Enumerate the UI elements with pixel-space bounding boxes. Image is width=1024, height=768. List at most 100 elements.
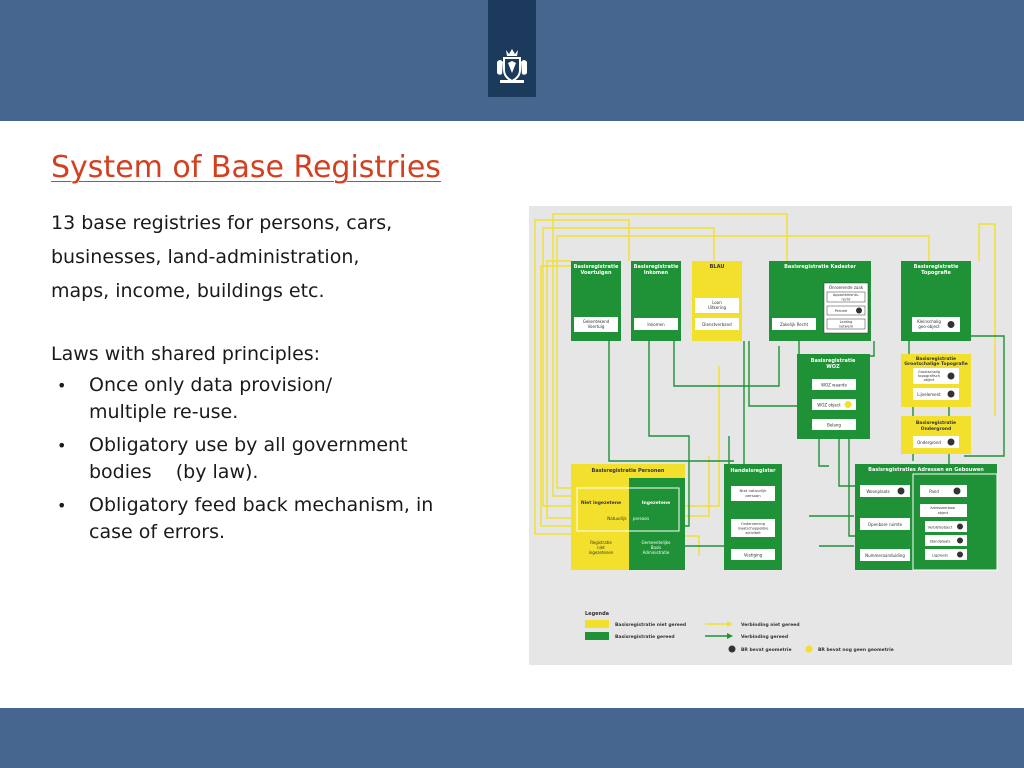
block-title: Ondergrond (921, 426, 951, 432)
block-item: niet (597, 545, 605, 550)
legend-swatch-ready (585, 632, 609, 640)
block-item: Voertuig (588, 324, 605, 329)
block-item: WOZ waarde (821, 383, 847, 388)
legend-item: Basisregistratie niet gereed (615, 622, 686, 628)
legend-item: BR bevat nog geen geometrie (818, 647, 894, 653)
block-item: recht (841, 298, 851, 302)
bullet-line: case of errors. (89, 521, 226, 543)
block-item: Onderneming (741, 522, 765, 526)
globe-icon (728, 645, 736, 653)
globe-icon (947, 372, 955, 380)
block-title: BLAU (710, 264, 725, 270)
arrow-head-icon (727, 621, 733, 627)
legend-title: Legenda (585, 611, 609, 617)
block-item: Loon (712, 300, 722, 305)
bullet-item: • Once only data provision/ multiple re-… (51, 372, 511, 426)
registries-diagram: Basisregistratie Voertuigen Gekentekend … (529, 206, 1012, 665)
intro-text: 13 base registries for persons, cars, bu… (51, 206, 511, 308)
laws-heading: Laws with shared principles: (51, 343, 321, 365)
block-item: Standplaats (930, 540, 951, 544)
block-item: Niet natuurlijk (740, 488, 768, 493)
block-item: WOZ object (817, 403, 841, 408)
block-item: Uitkering (708, 305, 727, 310)
block-item: Nummeraanduiding (865, 553, 905, 558)
globe-icon (947, 390, 955, 398)
legend-item: Basisregistratie gereed (615, 634, 675, 640)
block-title: Basisregistratie (811, 358, 856, 364)
block-item: Adresseerbaar (930, 506, 956, 510)
bullet-dot-icon: • (57, 436, 67, 455)
globe-icon (856, 307, 862, 314)
block-item: activiteit (745, 531, 761, 535)
coat-of-arms-icon (497, 49, 527, 83)
block-title: Basisregistratie Kadaster (784, 264, 856, 270)
block-item: Vestiging (744, 553, 763, 558)
block-title: Basisregistratie (634, 264, 679, 270)
block-item: topografisch (918, 374, 940, 378)
block-title: Inkomen (644, 270, 669, 276)
bullet-item: • Obligatory use by all government bodie… (51, 432, 511, 486)
block-item: object (924, 378, 935, 382)
block-item: Grootschalig (918, 370, 940, 374)
bullet-line: bodies (by law). (89, 461, 259, 483)
legend-item: Verbinding gereed (741, 634, 788, 640)
intro-line: maps, income, buildings etc. (51, 280, 325, 302)
block-item: Dienstverband (702, 322, 732, 327)
globe-icon (953, 487, 961, 495)
block-item: Niet ingezetene (581, 500, 621, 506)
slide-title: System of Base Registries (51, 150, 441, 185)
block-item: geo-object (918, 324, 940, 329)
block-title: Grootschalige Topografie (904, 361, 968, 367)
block-item: object (938, 511, 949, 515)
principles-list: • Once only data provision/ multiple re-… (51, 372, 511, 552)
block-title: Basisregistratie Personen (592, 468, 665, 474)
block-item: persoon (633, 516, 650, 521)
block-item: maatschappelijke (738, 527, 769, 531)
block-item: Basis (651, 545, 661, 550)
block-item: Inkomen (647, 322, 665, 327)
block-item: persoon (745, 493, 761, 498)
block-title: Topografie (921, 270, 951, 276)
bullet-item: • Obligatory feed back mechanism, in cas… (51, 492, 511, 546)
block-item: ingezetenen (589, 550, 614, 555)
block-title: Basisregistratie (916, 420, 956, 426)
block-item: Verblijfsobject (928, 526, 953, 530)
coat-of-arms-logo (488, 0, 536, 97)
block-item: Woonplaats (866, 489, 889, 494)
block-item: Leiding (840, 320, 853, 324)
block-item: Registratie (590, 540, 612, 545)
registries-diagram-svg: Basisregistratie Voertuigen Gekentekend … (534, 213, 1005, 653)
bullet-line: Obligatory use by all government (89, 434, 408, 456)
block-title: Basisregistratie (574, 264, 619, 270)
globe-icon (957, 537, 963, 544)
legend-item: BR bevat geometrie (741, 647, 792, 653)
block-item: Gemeentelijke (642, 540, 671, 545)
legend-item: Verbinding niet gereed (741, 622, 800, 628)
block-item: Gekentekend (583, 319, 610, 324)
block-subtitle: Onroerende zaak (829, 285, 864, 290)
arrow-head-icon (727, 633, 733, 639)
globe-pending-icon (805, 645, 813, 653)
block-title: WOZ (826, 364, 840, 370)
globe-icon (957, 551, 963, 558)
globe-icon (947, 438, 955, 446)
block-title: Basisregistraties Adressen en Gebouwen (868, 467, 984, 473)
globe-icon (897, 487, 905, 495)
block-item: Pand (929, 489, 939, 494)
block-title: Basisregistratie (916, 356, 956, 362)
block-title: Basisregistratie (914, 264, 959, 270)
intro-line: 13 base registries for persons, cars, (51, 212, 393, 234)
block-title: Voertuigen (580, 270, 612, 276)
globe-icon (947, 321, 955, 328)
block-title: Handelsregister (730, 468, 776, 474)
block-item: Ligplaats (932, 554, 948, 558)
bullet-dot-icon: • (57, 376, 67, 395)
block-item: Lijnelement (917, 392, 941, 397)
block-item: Ingezetene (642, 500, 670, 506)
intro-line: businesses, land-administration, (51, 246, 360, 268)
block-item: netwerk (839, 325, 854, 329)
legend-swatch-not-ready (585, 620, 609, 628)
bullet-line: Once only data provision/ (89, 374, 333, 396)
globe-icon (957, 523, 963, 530)
footer-bar (0, 708, 1024, 768)
